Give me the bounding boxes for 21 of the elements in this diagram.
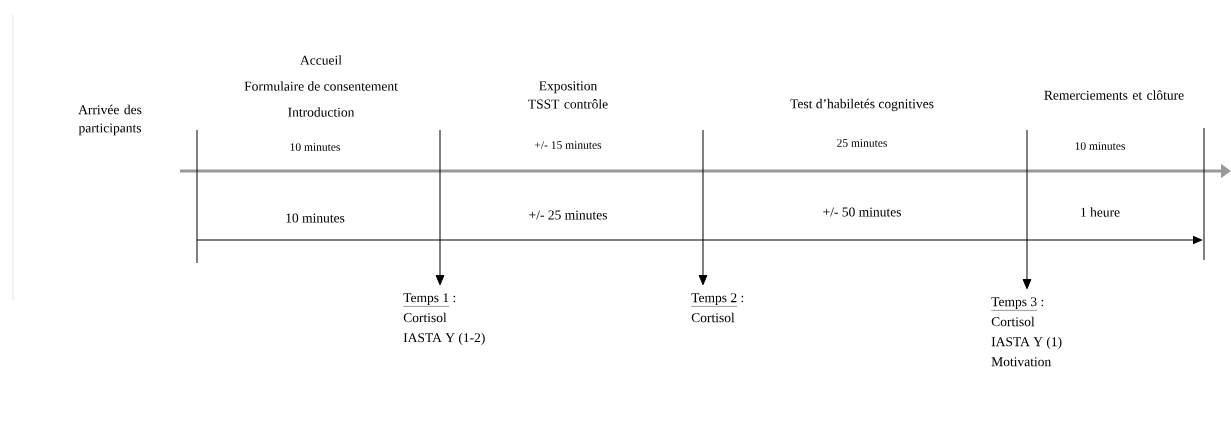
measurement-text: Temps 2 : Cortisol [691, 293, 744, 323]
measurement-text: Temps 1 : Cortisol IASTA Y (1-2) [403, 293, 485, 345]
arrow [1022, 129, 1032, 290]
phase-label: Introduction [288, 107, 355, 117]
phase-label: Formulaire de consentement [244, 81, 398, 91]
phase-label: Arrivée des participants [78, 104, 142, 136]
measurement-text: Temps 3 : Cortisol IASTA Y (1) Motivation [991, 297, 1062, 367]
phase-label: Exposition TSST contrôle [528, 81, 608, 109]
duration-label: 10 minutes [1075, 142, 1125, 150]
phase-label: +/- 25 minutes [529, 210, 607, 220]
phase-label: 10 minutes [286, 213, 345, 223]
arrow [435, 129, 445, 286]
duration-label: 25 minutes [837, 139, 887, 147]
phase-label: +/- 50 minutes [823, 207, 901, 217]
duration-label: +/- 15 minutes [535, 141, 602, 149]
phase-label: 1 heure [1081, 207, 1120, 217]
phase-label: Remerciements et clôture [1044, 90, 1184, 100]
phase-label: Test d’habiletés cognitives [790, 98, 934, 112]
arrow [698, 129, 708, 286]
duration-label: 10 minutes [290, 143, 340, 151]
phase-label: Accueil [300, 55, 342, 65]
